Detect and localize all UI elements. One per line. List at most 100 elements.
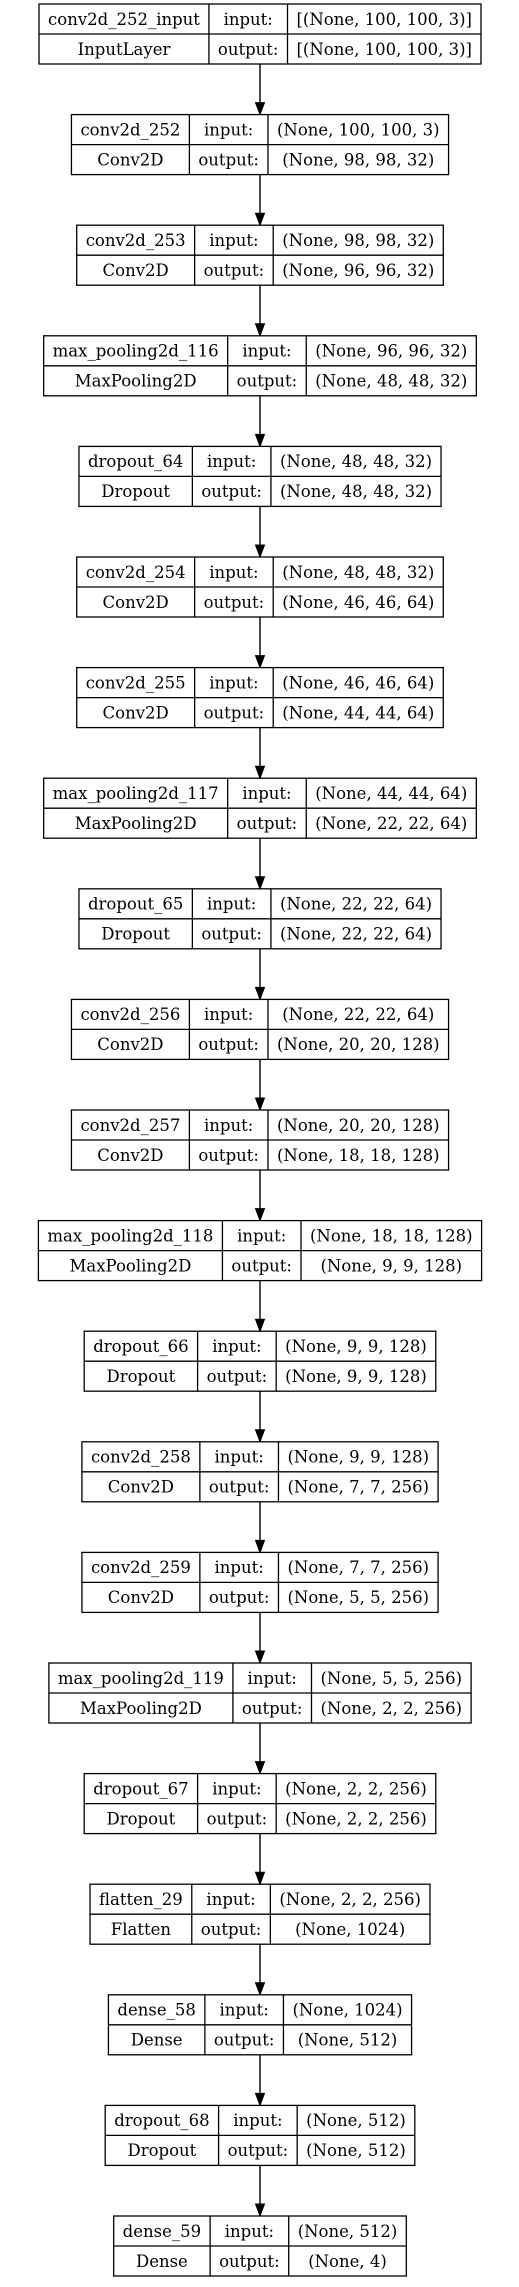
input-label: input: [220,2001,269,2020]
layer-type: Dropout [127,2141,196,2160]
input-shape: (None, 96, 96, 32) [315,342,467,361]
input-shape: (None, 18, 18, 128) [310,1226,473,1245]
layer-name: conv2d_258 [91,1448,191,1467]
input-shape: (None, 2, 2, 256) [279,1890,421,1909]
layer-name: conv2d_252 [80,120,180,139]
edge-arrow [254,506,266,559]
output-shape: [(None, 100, 100, 3)] [297,40,472,59]
input-label: input: [204,1005,253,1024]
layer-type: Dropout [107,1367,176,1386]
input-shape: (None, 22, 22, 64) [282,1005,434,1024]
input-shape: (None, 100, 100, 3) [277,120,440,139]
layer-type: Conv2D [97,1035,163,1054]
input-label: input: [212,1779,261,1798]
layer-name: max_pooling2d_119 [58,1669,224,1688]
input-label: input: [242,784,291,803]
input-shape: (None, 44, 44, 64) [315,784,467,803]
arrowhead-icon [254,1761,266,1776]
arrowhead-icon [254,876,266,891]
input-label: input: [224,10,273,29]
output-label: output: [207,1367,268,1386]
layer-name: dropout_64 [88,452,183,471]
layer-type: Conv2D [108,1588,174,1607]
layer-type: Dropout [101,925,170,944]
edge-arrow [254,1280,266,1333]
input-shape: (None, 512) [306,2111,406,2130]
edge-arrow [254,2054,266,2107]
output-label: output: [237,814,298,833]
edge-arrow [254,1059,266,1112]
layer-node: conv2d_252_inputInputLayerinput:output:[… [38,3,482,65]
layer-type: InputLayer [78,40,171,59]
input-shape: (None, 98, 98, 32) [282,231,434,250]
arrowhead-icon [254,1982,266,1997]
layer-type: Flatten [111,1920,172,1939]
output-label: output: [237,372,298,391]
output-shape: (None, 2, 2, 256) [320,1699,462,1718]
input-shape: (None, 7, 7, 256) [287,1558,429,1577]
arrowhead-icon [254,765,266,780]
output-shape: (None, 1024) [295,1920,405,1939]
layer-name: dropout_67 [93,1779,188,1798]
input-label: input: [242,342,291,361]
layer-name: dropout_68 [114,2111,209,2130]
arrowhead-icon [254,1097,266,1112]
arrowhead-icon [254,655,266,670]
layer-name: max_pooling2d_118 [47,1226,213,1245]
input-shape: (None, 5, 5, 256) [320,1669,462,1688]
layer-type: Dropout [107,1809,176,1828]
input-shape: (None, 512) [298,2222,398,2241]
output-shape: (None, 96, 96, 32) [282,261,434,280]
output-shape: (None, 22, 22, 64) [315,814,467,833]
input-shape: (None, 46, 46, 64) [282,673,434,692]
edge-arrow [254,64,266,117]
layer-name: conv2d_252_input [48,10,200,29]
layer-name: conv2d_259 [91,1558,191,1577]
layer-name: max_pooling2d_116 [53,342,219,361]
input-label: input: [248,1669,297,1688]
arrowhead-icon [254,433,266,448]
arrowhead-icon [254,544,266,559]
input-shape: (None, 48, 48, 32) [280,452,432,471]
input-shape: (None, 9, 9, 128) [285,1337,427,1356]
layer-type: Dense [131,2031,183,2050]
output-label: output: [201,925,262,944]
output-shape: (None, 48, 48, 32) [280,482,432,501]
output-shape: (None, 98, 98, 32) [282,150,434,169]
input-shape: (None, 22, 22, 64) [280,895,432,914]
layer-name: dense_59 [123,2222,201,2241]
input-label: input: [207,452,256,471]
edge-arrow [254,1723,266,1776]
layer-name: flatten_29 [99,1890,183,1909]
output-label: output: [214,2031,275,2050]
layer-name: conv2d_253 [86,231,186,250]
layer-type: Conv2D [108,1478,174,1497]
layer-name: max_pooling2d_117 [53,784,219,803]
edge-arrow [254,1391,266,1444]
arrowhead-icon [254,1871,266,1886]
input-label: input: [237,1226,286,1245]
layer-node: max_pooling2d_119MaxPooling2Dinput:outpu… [48,1662,472,1724]
output-shape: (None, 9, 9, 128) [320,1256,462,1275]
layer-node: max_pooling2d_118MaxPooling2Dinput:outpu… [37,1219,483,1282]
layer-node: max_pooling2d_116MaxPooling2Dinput:outpu… [43,335,477,397]
layer-type: Conv2D [103,593,169,612]
output-shape: (None, 48, 48, 32) [315,372,467,391]
arrowhead-icon [254,323,266,338]
output-label: output: [207,1809,268,1828]
output-shape: (None, 4) [308,2252,387,2271]
arrowhead-icon [254,1650,266,1665]
input-label: input: [207,895,256,914]
